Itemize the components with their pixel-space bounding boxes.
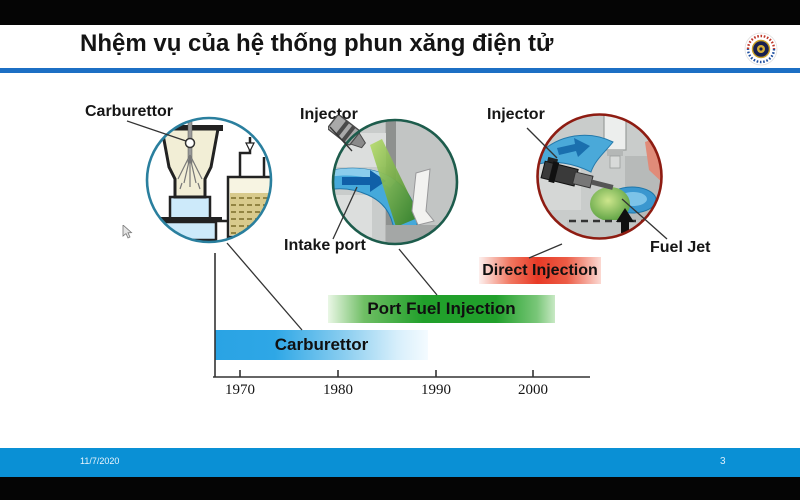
footer-page-number: 3 <box>720 456 726 467</box>
timeline-bar-port-fuel-injection: Port Fuel Injection <box>328 295 555 323</box>
title-underline-rule <box>0 68 800 73</box>
intake-port-label: Intake port <box>284 237 366 254</box>
bottom-letterbox-bar <box>0 477 800 500</box>
timeline-bar-di-label: Direct Injection <box>482 261 598 279</box>
carburettor-diagram-icon <box>145 116 273 244</box>
timeline-bar-direct-injection: Direct Injection <box>479 257 601 284</box>
footer-date: 11/7/2020 <box>80 456 120 466</box>
direct-injection-diagram-icon <box>536 113 663 240</box>
school-logo <box>744 32 778 66</box>
direct-injector-label: Injector <box>487 106 545 123</box>
mouse-cursor-icon <box>122 225 133 239</box>
timeline-bar-pfi-label: Port Fuel Injection <box>367 299 516 318</box>
slide-canvas: Nhệm vụ của hệ thống phun xăng điện tử C… <box>0 25 800 477</box>
footer-bar <box>0 448 800 477</box>
carburettor-figure-label: Carburettor <box>85 103 174 120</box>
axis-tick-1970: 1970 <box>225 382 255 398</box>
timeline-bar-carburettor: Carburettor <box>215 330 428 360</box>
timeline-bar-carburettor-label: Carburettor <box>274 335 369 354</box>
axis-tick-2000: 2000 <box>518 382 548 398</box>
fuel-jet-label: Fuel Jet <box>650 239 711 256</box>
axis-tick-1990: 1990 <box>421 382 451 398</box>
top-letterbox-bar <box>0 0 800 26</box>
axis-tick-1980: 1980 <box>323 382 353 398</box>
slide-title: Nhệm vụ của hệ thống phun xăng điện tử <box>80 30 554 57</box>
port-injection-diagram-icon <box>328 115 459 246</box>
